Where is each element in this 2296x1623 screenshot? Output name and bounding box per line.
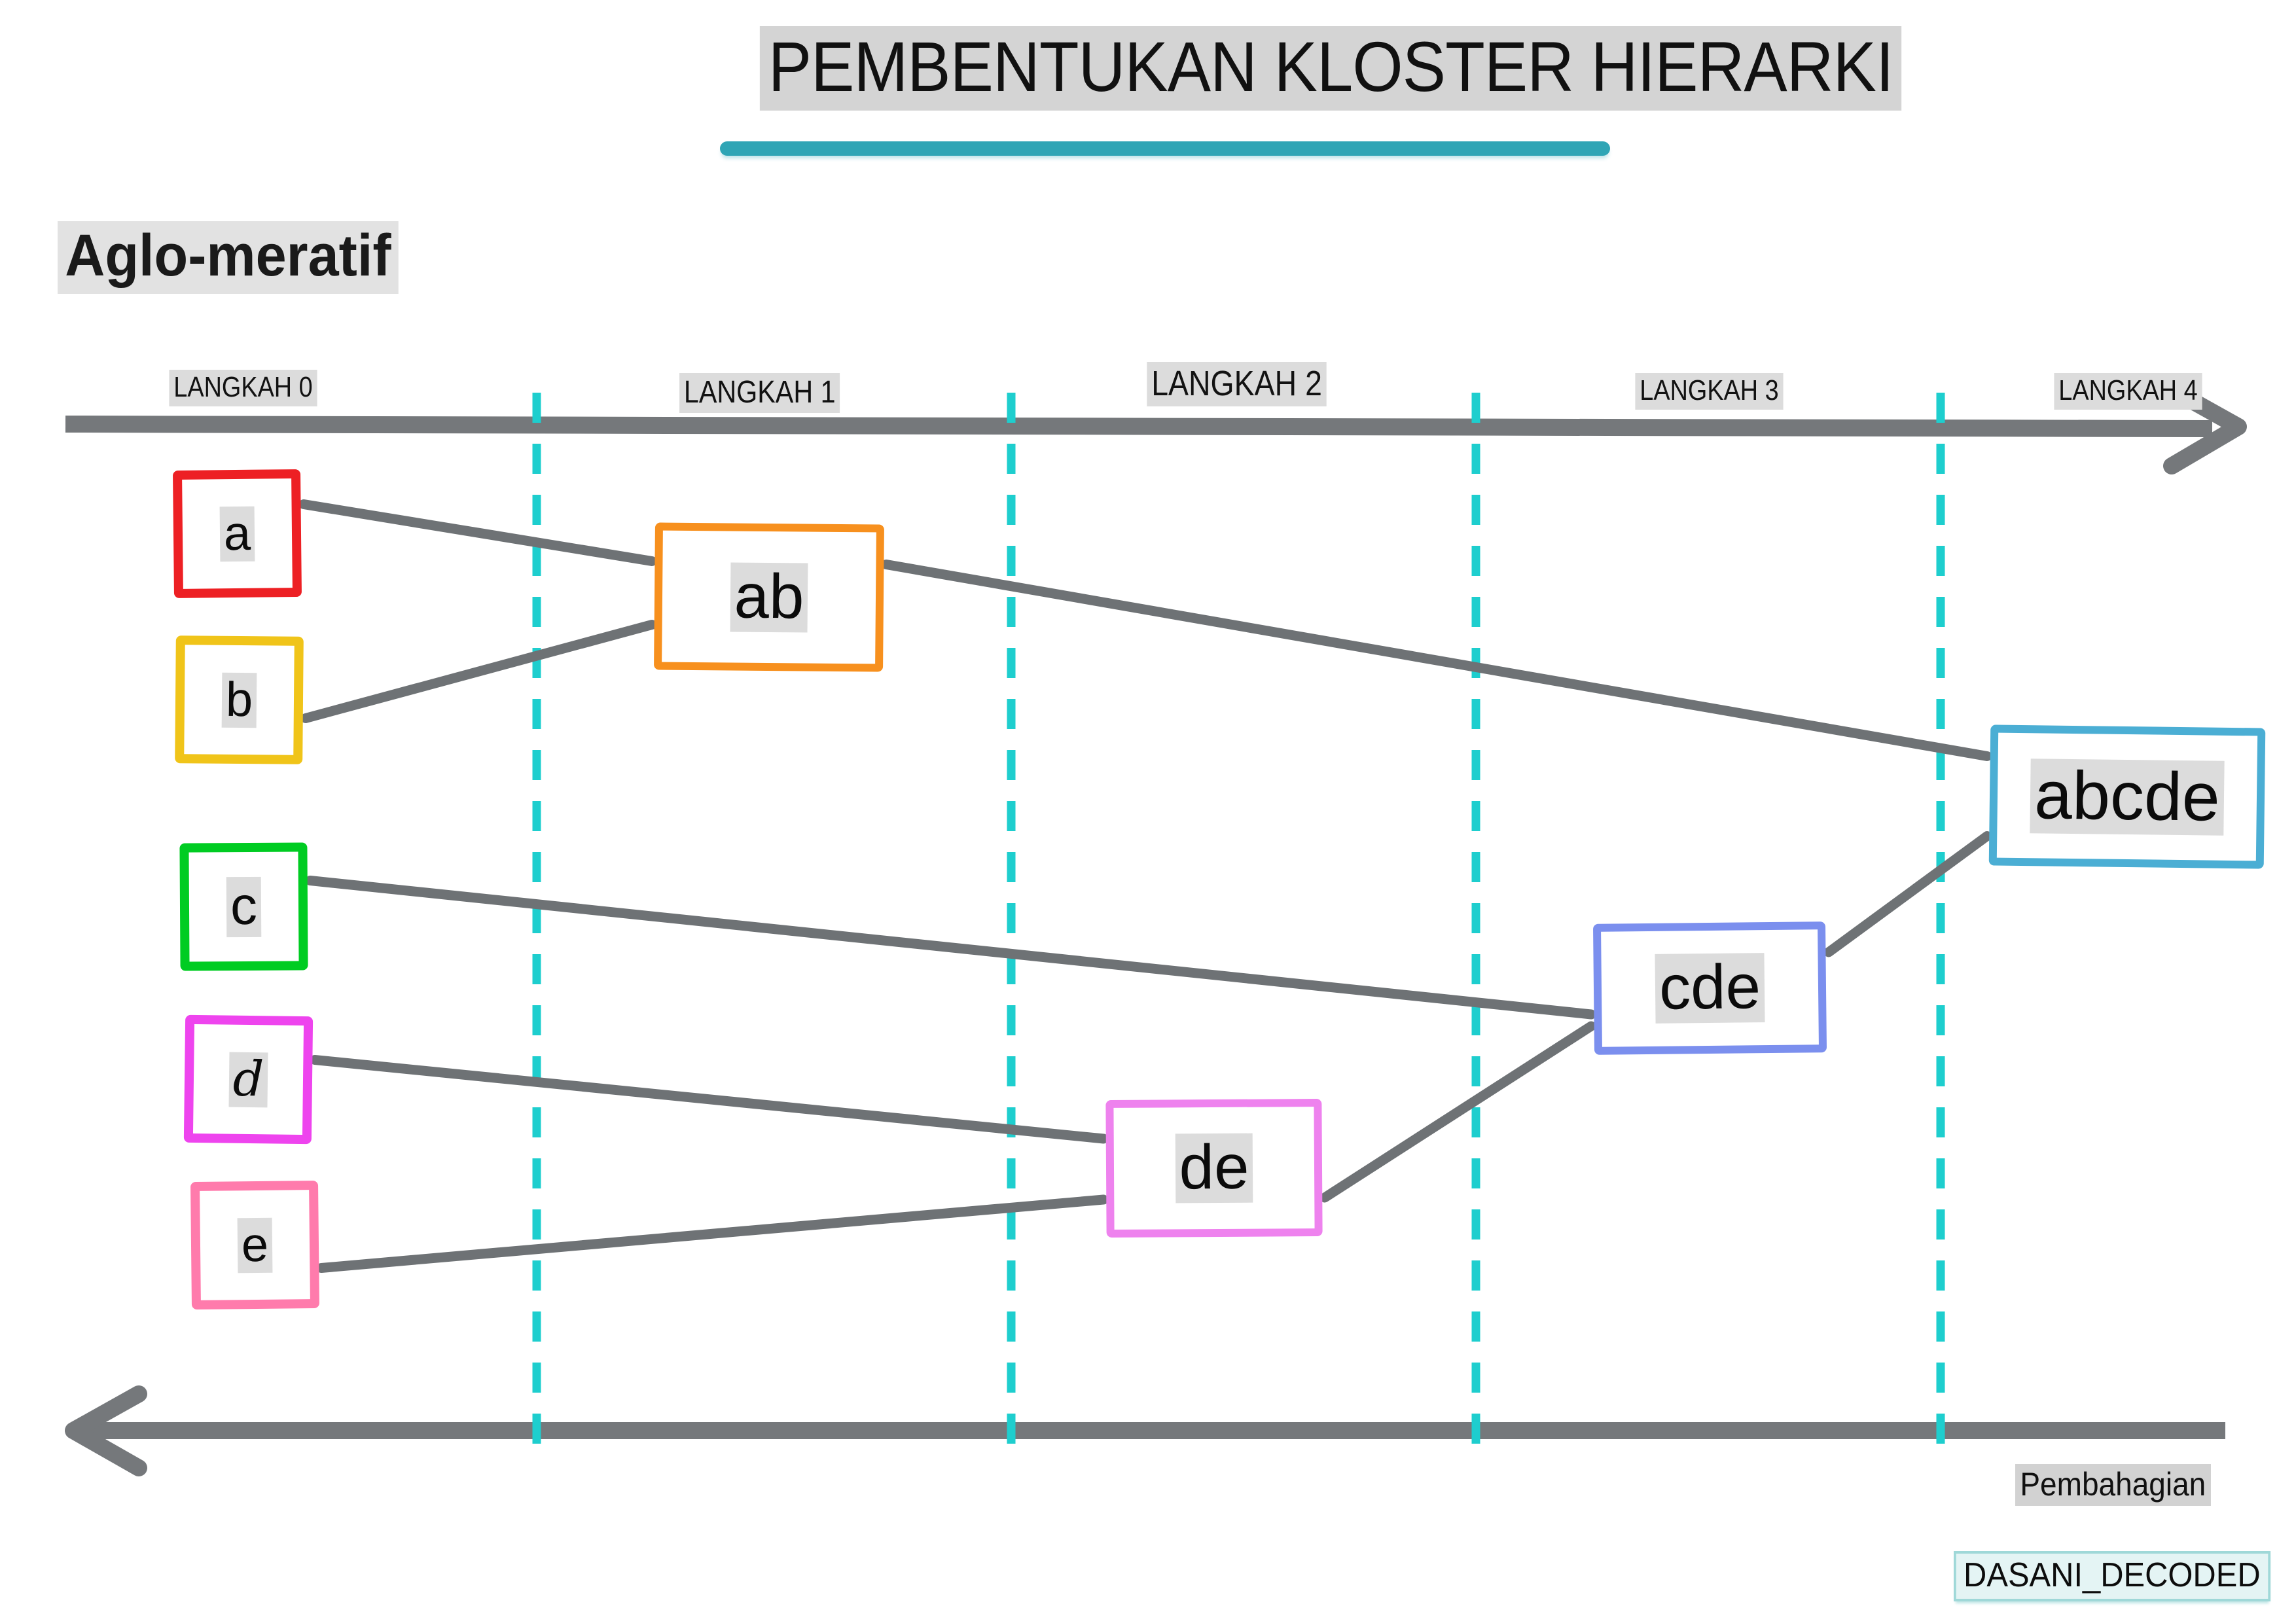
link-de-cde xyxy=(1319,1021,1596,1203)
divisive-direction-label: Pembahagian xyxy=(2015,1464,2211,1506)
step-label-3: LANGKAH 3 xyxy=(1635,373,1784,410)
cluster-label-e: e xyxy=(237,1217,273,1273)
step-label-2: LANGKAH 2 xyxy=(1147,362,1327,406)
cluster-node-c[interactable]: c xyxy=(179,842,308,971)
cluster-node-cde[interactable]: cde xyxy=(1592,921,1827,1055)
link-b-ab xyxy=(300,620,657,723)
step-label-0: LANGKAH 0 xyxy=(169,370,317,406)
page-title-container: PEMBENTUKAN KLOSTER HIERARKI xyxy=(710,26,1902,111)
page-title: PEMBENTUKAN KLOSTER HIERARKI xyxy=(759,26,1902,111)
subtitle-agglomerative: Aglo-meratif xyxy=(58,221,399,294)
cluster-label-d: d xyxy=(228,1050,268,1107)
cluster-node-e[interactable]: e xyxy=(190,1180,320,1310)
cluster-node-b[interactable]: b xyxy=(175,635,304,764)
cluster-node-d[interactable]: d xyxy=(183,1014,314,1145)
cluster-label-cde: cde xyxy=(1655,952,1765,1024)
link-c-cde xyxy=(305,876,1596,1020)
cluster-label-a: a xyxy=(219,505,255,562)
link-a-ab xyxy=(298,499,657,566)
link-e-de xyxy=(316,1194,1109,1273)
cluster-label-de: de xyxy=(1175,1132,1253,1204)
link-ab-abcde xyxy=(881,560,1992,761)
cluster-node-abcde[interactable]: abcde xyxy=(1988,724,2266,869)
cluster-node-a[interactable]: a xyxy=(172,469,302,599)
link-cde-abcde xyxy=(1823,831,1992,957)
watermark-label: DASANI_DECODED xyxy=(1954,1551,2270,1601)
cluster-node-ab[interactable]: ab xyxy=(654,522,884,672)
step-label-1: LANGKAH 1 xyxy=(679,373,840,413)
cluster-label-c: c xyxy=(226,876,262,937)
title-underline-bar xyxy=(720,141,1610,156)
cluster-label-b: b xyxy=(221,671,257,728)
cluster-node-de[interactable]: de xyxy=(1105,1098,1323,1238)
link-d-de xyxy=(310,1055,1109,1144)
cluster-label-abcde: abcde xyxy=(2030,757,2225,836)
step-label-4: LANGKAH 4 xyxy=(2054,373,2202,410)
bottom-axis-arrowhead xyxy=(65,1385,147,1476)
cluster-label-ab: ab xyxy=(730,561,808,633)
top-axis-line xyxy=(65,416,2213,437)
